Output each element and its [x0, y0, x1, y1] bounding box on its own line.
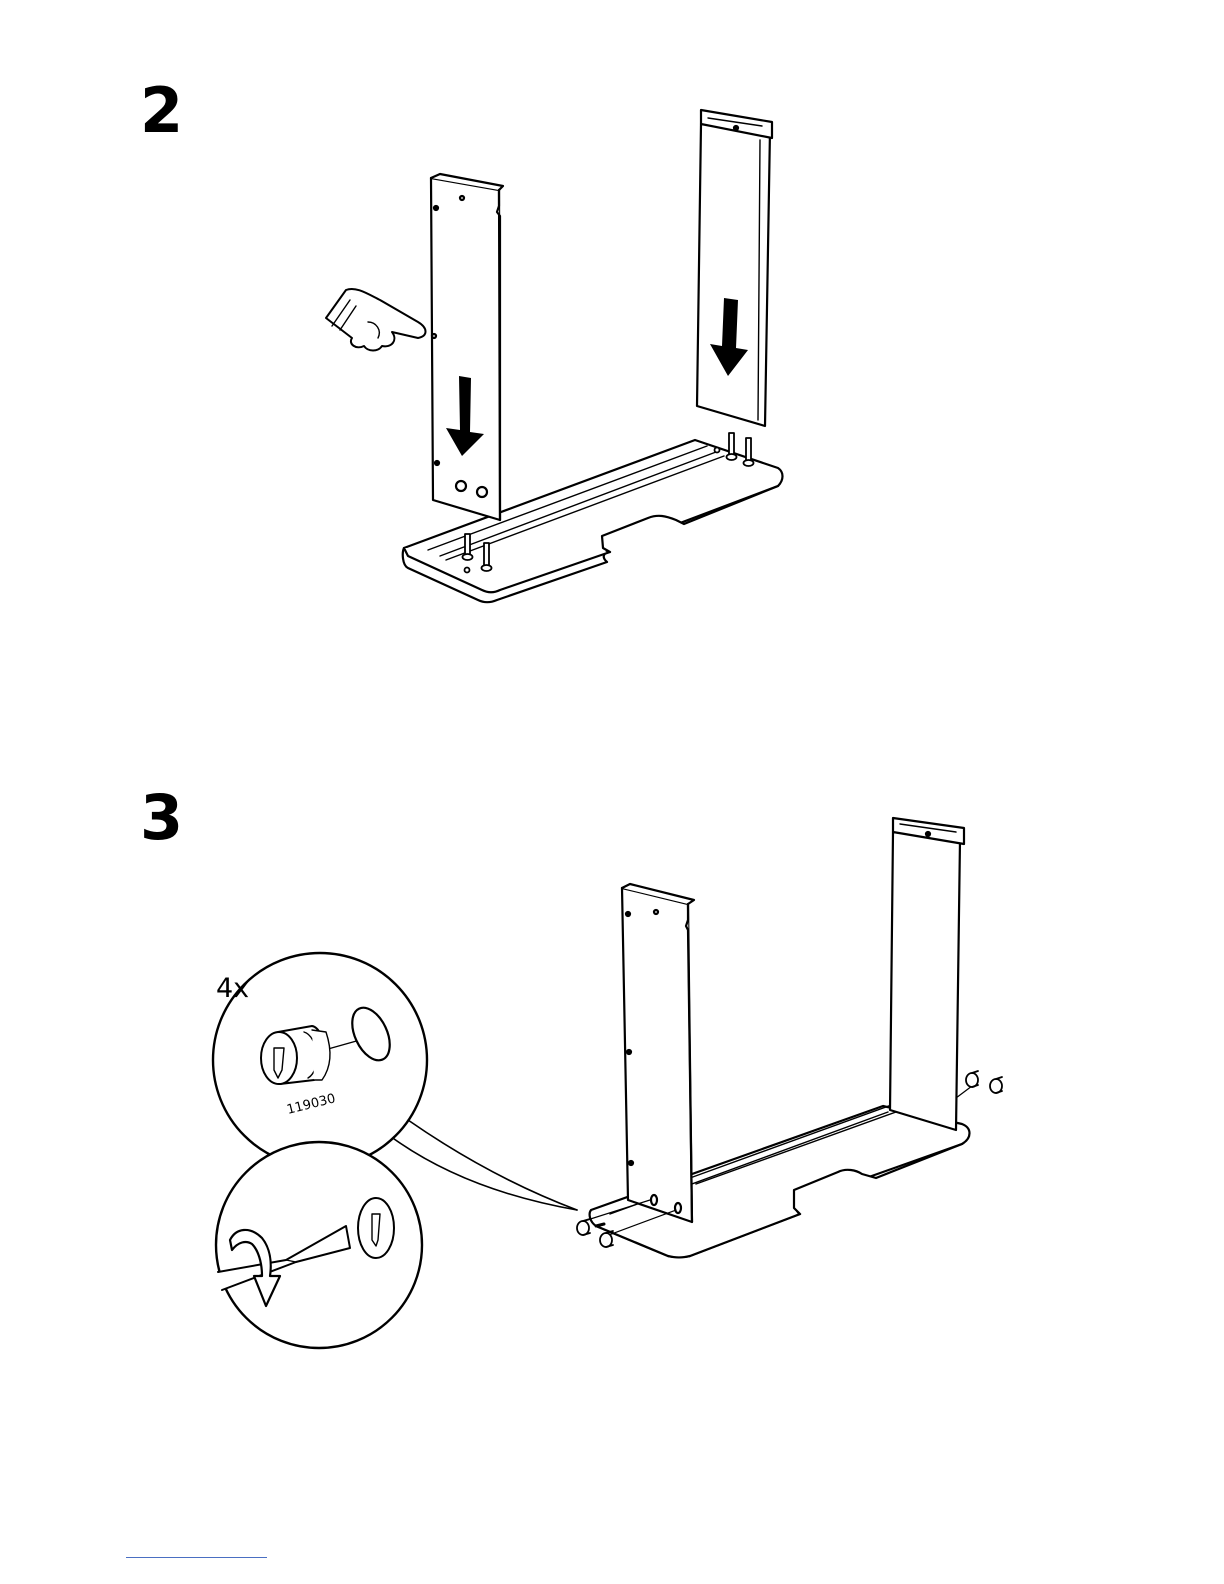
callout-detail-bottom [216, 1142, 422, 1348]
step-3-left-panel [622, 884, 694, 1222]
fitting-quantity: 4x [216, 973, 249, 1004]
step-3-right-panel [890, 818, 964, 1130]
callout-connector [408, 1120, 577, 1210]
cam-lock-icon [261, 1026, 330, 1084]
cam-lock-icon [358, 1198, 394, 1258]
footer-rule [126, 1557, 267, 1558]
